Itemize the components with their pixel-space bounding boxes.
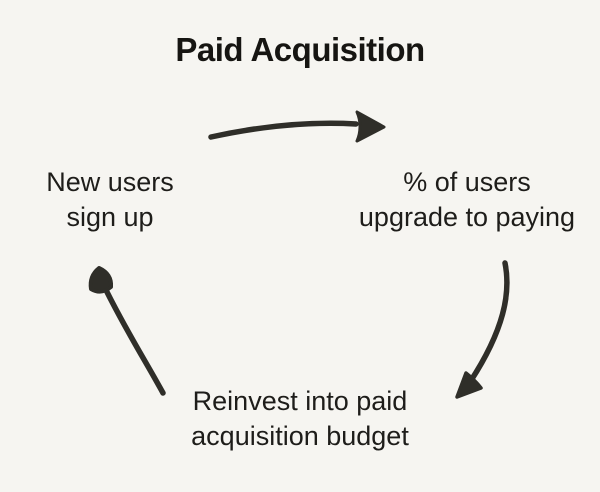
node-reinvest-budget: Reinvest into paid acquisition budget [191,386,409,451]
page-title: Paid Acquisition [175,31,425,68]
node-upgrade-to-paying: % of users upgrade to paying [358,167,576,232]
node-new-users: New users sign up [46,167,174,232]
arrow-top-icon [208,110,386,143]
arrow-right-icon [455,260,510,399]
arrow-left-icon [88,266,166,396]
